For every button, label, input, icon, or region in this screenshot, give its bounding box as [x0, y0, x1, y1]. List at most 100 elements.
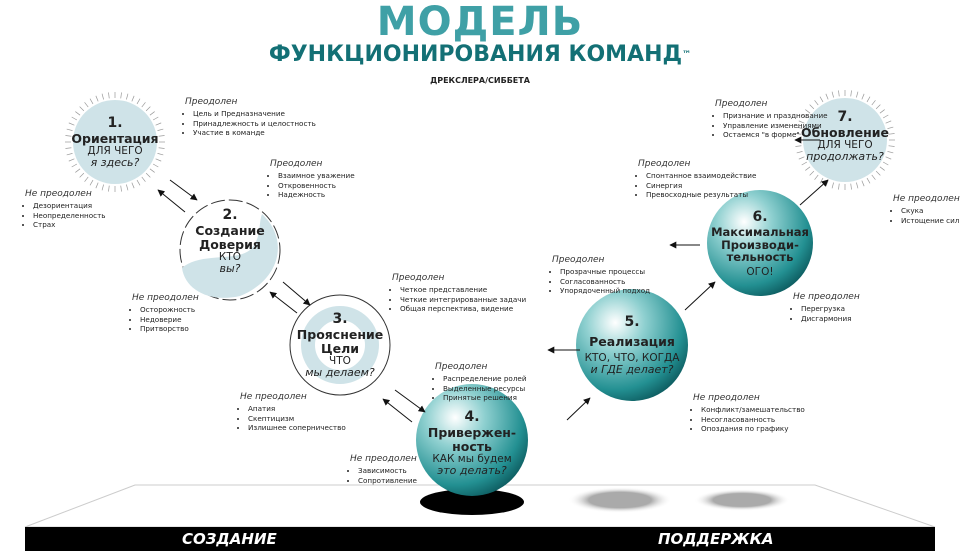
stage-title: Максимальная Производи-тельность — [711, 224, 809, 265]
list-item: Прозрачные процессы — [560, 267, 650, 277]
resolved-heading: Преодолен — [552, 255, 605, 265]
list-item: Четкие интегрированные задачи — [400, 295, 526, 305]
stage-4-label: 4. Привержен-ность КАК мы будем это дела… — [422, 409, 522, 478]
stage-4-unresolved-notes: Не преодоленЗависимостьСопротивление — [350, 453, 417, 485]
authors: ДРЕКСЛЕРА/СИББЕТА — [430, 76, 530, 85]
shadow-4 — [420, 489, 524, 515]
list-item: Остаемся "в форме" — [723, 130, 828, 140]
stage-question: ДЛЯ ЧЕГО — [817, 138, 873, 151]
stage-title: Создание Доверия — [195, 222, 265, 252]
list-item: Недоверие — [140, 315, 199, 325]
unresolved-list: АпатияСкептицизмИзлишнее соперничество — [240, 404, 346, 433]
resolved-heading: Преодолен — [435, 362, 488, 372]
list-item: Распределение ролей — [443, 374, 527, 384]
unresolved-list: ЗависимостьСопротивление — [350, 466, 417, 485]
stage-number: 5. — [624, 314, 640, 330]
title: МОДЕЛЬ — [376, 0, 584, 45]
stage-question: КТО, ЧТО, КОГДА — [584, 351, 680, 364]
footer-creation: СОЗДАНИЕ — [182, 530, 277, 548]
list-item: Страх — [33, 220, 106, 230]
stage-4-resolved-notes: ПреодоленРаспределение ролейВыделенные р… — [435, 361, 527, 403]
list-item: Цель и Предназначение — [193, 109, 316, 119]
resolved-list: Прозрачные процессыСогласованностьУпоряд… — [552, 267, 650, 296]
shadow-6 — [694, 489, 790, 511]
list-item: Принятые решения — [443, 393, 527, 403]
stage-6-circle — [707, 190, 813, 296]
stage-7-label: 7. Обновление ДЛЯ ЧЕГО продолжать? — [790, 109, 900, 164]
stage-number: 7. — [837, 109, 853, 125]
unresolved-list: ПерегрузкаДисгармония — [793, 304, 860, 323]
unresolved-heading: Не преодолен — [350, 454, 417, 464]
stage-3-ring — [301, 306, 379, 384]
list-item: Откровенность — [278, 181, 355, 191]
list-item: Скука — [901, 206, 960, 216]
stage-5-resolved-notes: ПреодоленПрозрачные процессыСогласованно… — [552, 254, 650, 296]
stage-question-2: продолжать? — [806, 150, 884, 164]
stage-question-2: я здесь? — [90, 156, 140, 170]
list-item: Опоздания по графику — [701, 424, 805, 434]
stage-question: ЧТО — [329, 354, 351, 367]
stage-3-unresolved-notes: Не преодоленАпатияСкептицизмИзлишнее соп… — [240, 391, 346, 433]
list-item: Перегрузка — [801, 304, 860, 314]
list-item: Синергия — [646, 181, 756, 191]
resolved-heading: Преодолен — [638, 159, 691, 169]
stage-question: КАК мы будем — [432, 452, 512, 465]
shadow-5 — [568, 487, 672, 513]
list-item: Сопротивление — [358, 476, 417, 486]
list-item: Надежность — [278, 190, 355, 200]
subtitle-text: ФУНКЦИОНИРОВАНИЯ КОМАНД — [268, 42, 683, 67]
list-item: Конфликт/замешательство — [701, 405, 805, 415]
list-item: Излишнее соперничество — [248, 423, 346, 433]
list-item: Притворство — [140, 324, 199, 334]
stage-question-2: и ГДЕ делает? — [590, 363, 674, 377]
stage-6-label: 6. Максимальная Производи-тельность ОГО! — [705, 209, 815, 279]
resolved-list: Цель и ПредназначениеПринадлежность и це… — [185, 109, 316, 138]
list-item: Участие в команде — [193, 128, 316, 138]
list-item: Четкое представление — [400, 285, 526, 295]
stage-1-resolved-notes: ПреодоленЦель и ПредназначениеПринадлежн… — [185, 96, 316, 138]
stage-6-resolved-notes: ПреодоленСпонтанное взаимодействиеСинерг… — [638, 158, 756, 200]
list-item: Согласованность — [560, 277, 650, 287]
resolved-heading: Преодолен — [185, 97, 238, 107]
stage-7-resolved-notes: ПреодоленПризнание и празднованиеУправле… — [715, 98, 828, 140]
stage-question: КТО — [218, 250, 242, 263]
stage-number: 6. — [752, 209, 768, 225]
stage-2-unresolved-notes: Не преодоленОсторожностьНедовериеПритвор… — [132, 292, 199, 334]
resolved-list: Распределение ролейВыделенные ресурсыПри… — [435, 374, 527, 403]
footer-bar — [25, 527, 935, 551]
stage-5-unresolved-notes: Не преодоленКонфликт/замешательствоНесог… — [693, 392, 805, 434]
resolved-heading: Преодолен — [270, 159, 323, 169]
stage-1-unresolved-notes: Не преодоленДезориентацияНеопределенност… — [25, 188, 106, 230]
stage-number: 1. — [107, 115, 123, 131]
list-item: Осторожность — [140, 305, 199, 315]
stage-question-2: мы делаем? — [305, 366, 375, 380]
list-item: Апатия — [248, 404, 346, 414]
stage-1-circle — [65, 92, 165, 192]
stage-2-swirl — [182, 214, 278, 298]
unresolved-list: ОсторожностьНедовериеПритворство — [132, 305, 199, 334]
footer-support: ПОДДЕРЖКА — [658, 530, 774, 548]
list-item: Взаимное уважение — [278, 171, 355, 181]
stage-2-label: 2. Создание Доверия КТО вы? — [185, 207, 275, 276]
list-item: Несогласованность — [701, 415, 805, 425]
resolved-heading: Преодолен — [392, 273, 445, 283]
stage-4-circle — [416, 384, 528, 496]
resolved-list: Четкое представлениеЧеткие интегрированн… — [392, 285, 526, 314]
list-item: Скептицизм — [248, 414, 346, 424]
stage-7-unresolved-notes: Не преодоленСкукаИстощение сил — [893, 193, 960, 225]
stage-3-resolved-notes: ПреодоленЧеткое представлениеЧеткие инте… — [392, 272, 526, 314]
stage-question-2: это делать? — [437, 464, 507, 478]
list-item: Превосходные результаты — [646, 190, 756, 200]
unresolved-heading: Не преодолен — [132, 293, 199, 303]
resolved-list: Спонтанное взаимодействиеСинергияПревосх… — [638, 171, 756, 200]
unresolved-list: ДезориентацияНеопределенностьСтрах — [25, 201, 106, 230]
unresolved-heading: Не преодолен — [693, 393, 760, 403]
stage-5-circle — [576, 289, 688, 401]
stage-2-resolved-notes: ПреодоленВзаимное уважениеОткровенностьН… — [270, 158, 355, 200]
unresolved-heading: Не преодолен — [893, 194, 960, 204]
stage-question: ДЛЯ ЧЕГО — [87, 144, 143, 157]
stage-7-circle — [795, 90, 895, 190]
stage-3-label: 3. Прояснение Цели ЧТО мы делаем? — [290, 311, 390, 380]
stage-question: ОГО! — [746, 266, 774, 279]
stage-title: Привержен-ность — [427, 424, 517, 454]
